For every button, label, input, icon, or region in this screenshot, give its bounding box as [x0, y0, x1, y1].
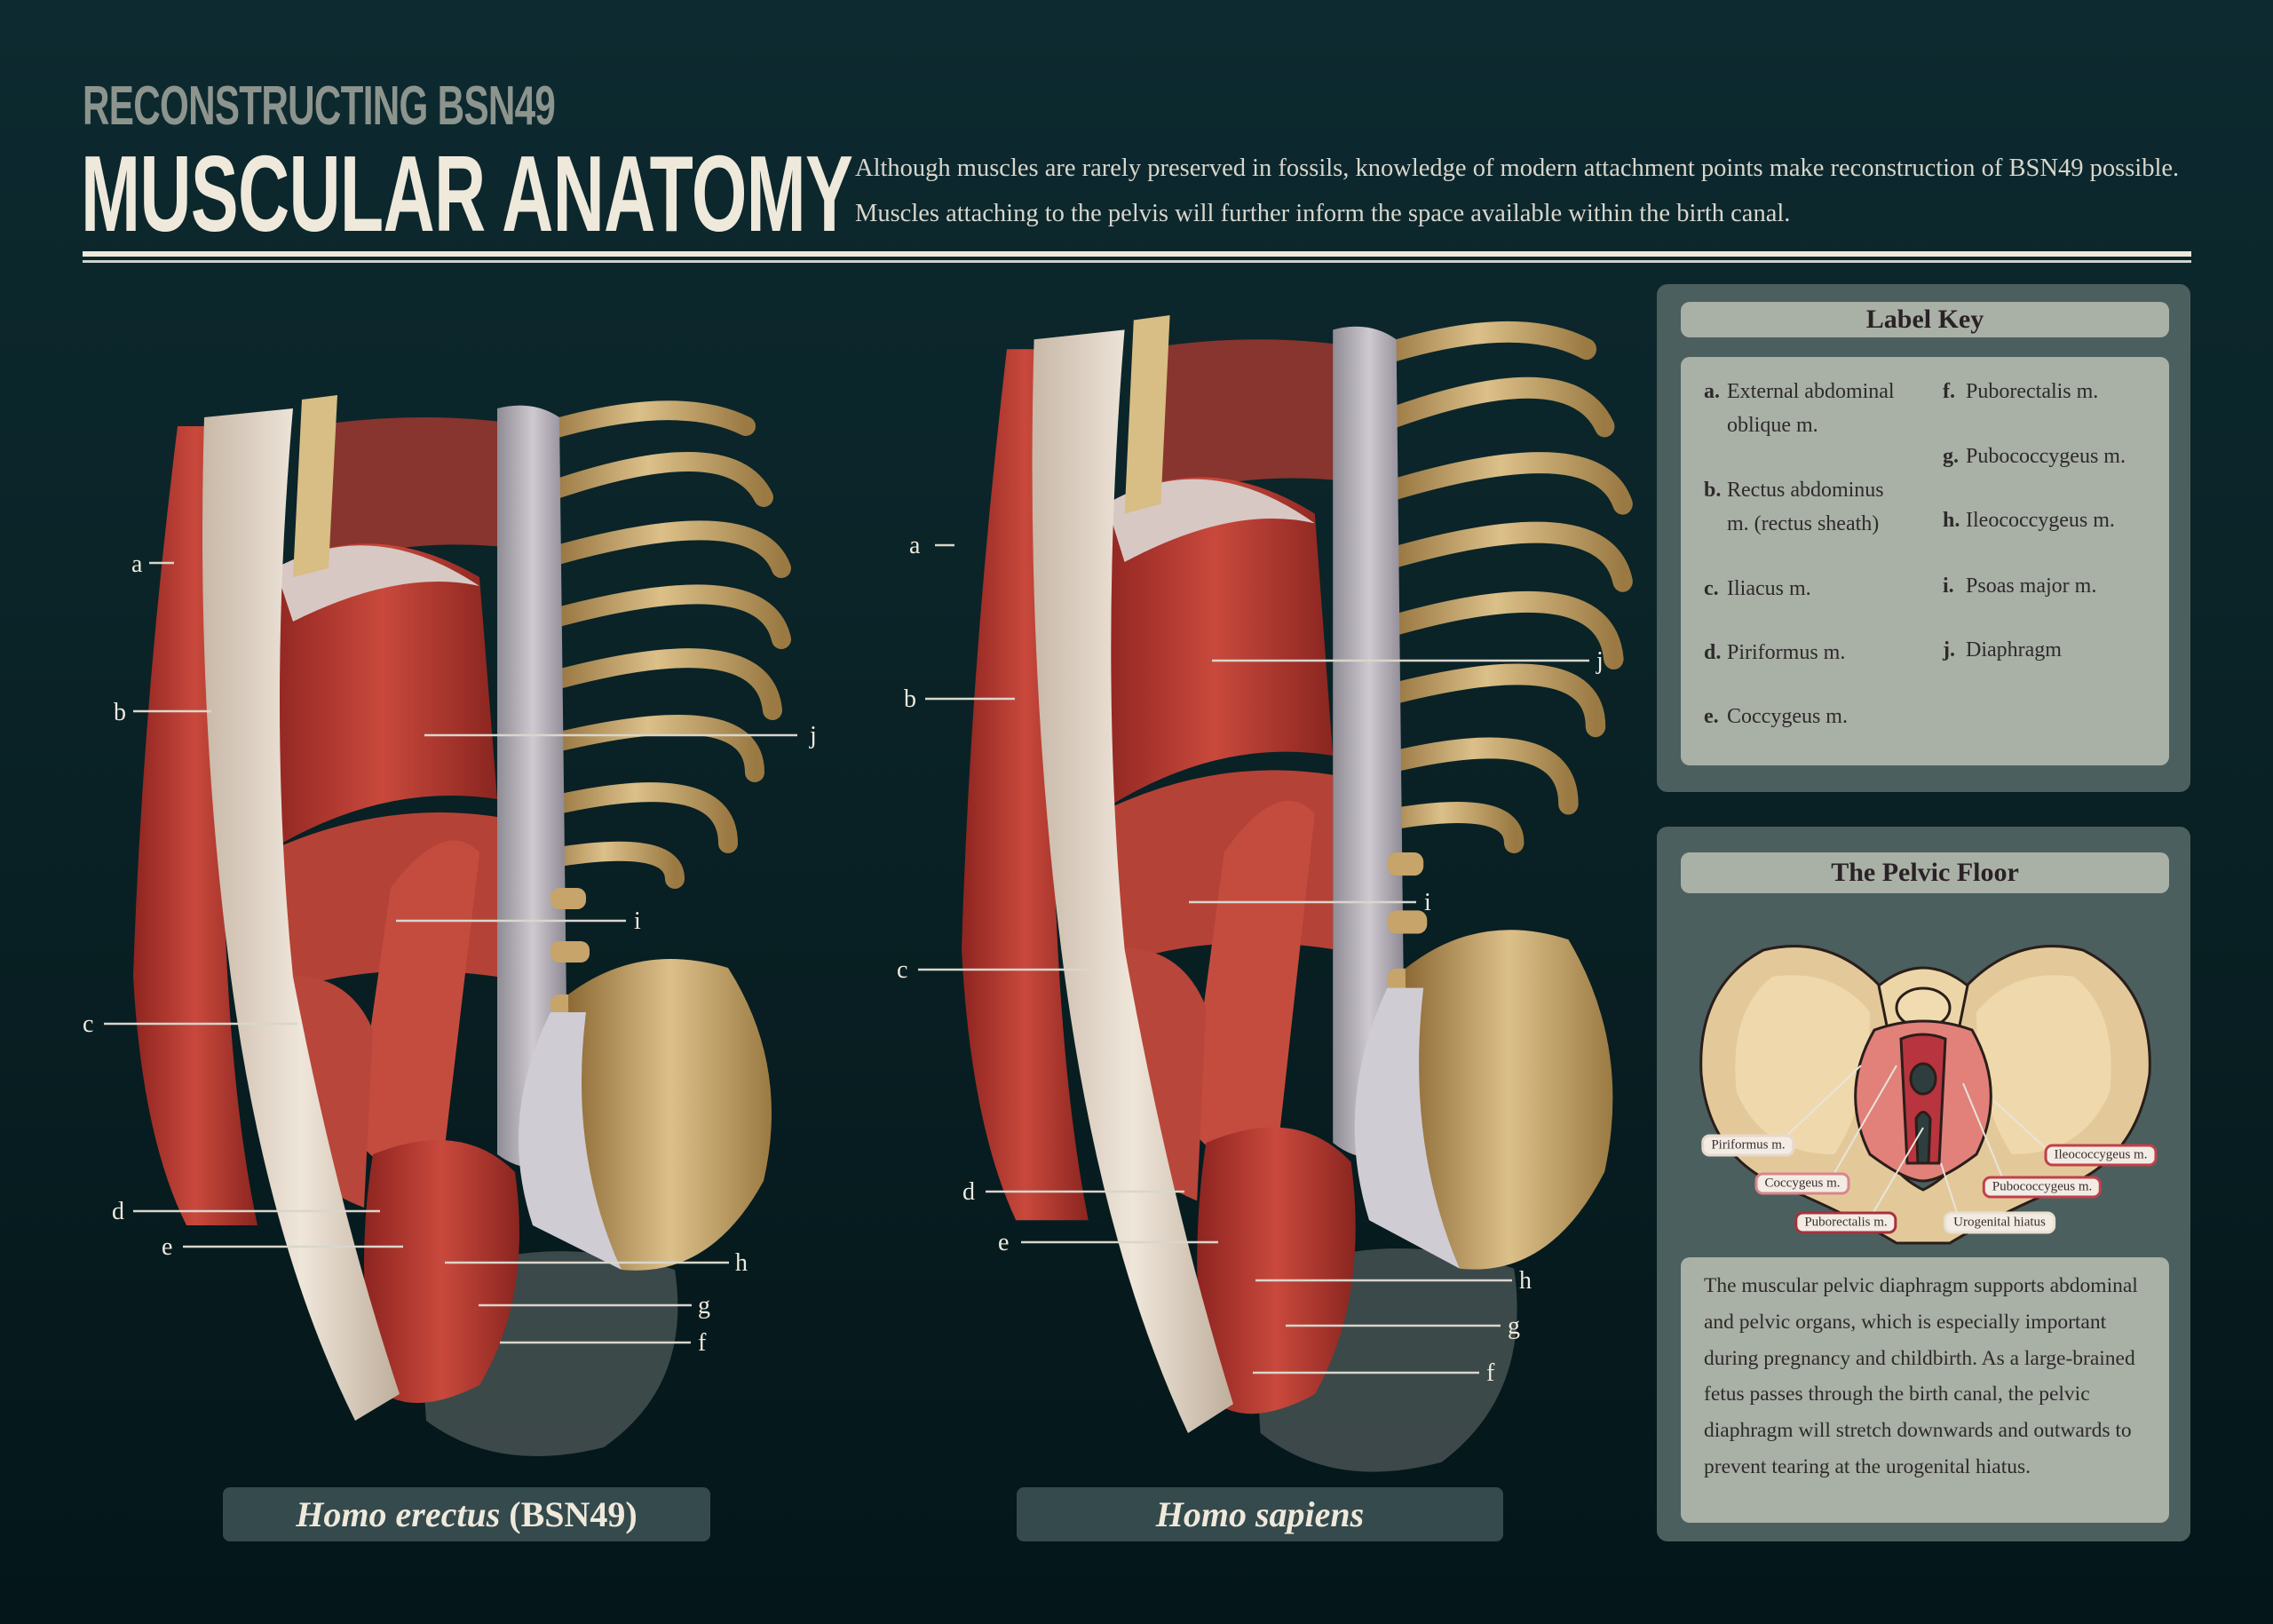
label-j: j — [1596, 647, 1604, 675]
key-text: External abdominal — [1727, 380, 1895, 403]
key-text: Iliacus m. — [1727, 577, 1811, 600]
key-letter: f. — [1943, 380, 1955, 403]
label-e: e — [162, 1233, 172, 1261]
divider — [83, 251, 2191, 257]
figure-erectus — [133, 395, 791, 1456]
key-letter: h. — [1943, 509, 1960, 532]
key-letter: j. — [1943, 638, 1955, 661]
key-text: Diaphragm — [1966, 638, 2062, 661]
callout-ileococcygeus-m: Ileococcygeus m. — [2044, 1144, 2158, 1167]
callout-pubococcygeus-m: Pubococcygeus m. — [1982, 1176, 2103, 1199]
figure-sapiens — [962, 315, 1623, 1472]
key-text: Coccygeus m. — [1727, 705, 1848, 728]
label-key-item: f. Puborectalis m. — [1943, 375, 2165, 408]
key-letter: g. — [1943, 445, 1959, 468]
label-key-title: Label Key — [1681, 302, 2169, 337]
key-letter: d. — [1704, 641, 1722, 664]
callout-piriformus-m: Piriformus m. — [1701, 1134, 1795, 1157]
callout-puborectalis-m: Puborectalis m. — [1794, 1211, 1897, 1234]
page-title: MUSCULAR ANATOMY — [81, 133, 853, 254]
divider — [83, 260, 2191, 263]
label-key-item: j. Diaphragm — [1943, 633, 2165, 667]
label-key-item: e. Coccygeus m. — [1704, 700, 1926, 733]
key-letter: a. — [1704, 380, 1720, 403]
label-a: a — [131, 551, 143, 578]
label-c: c — [83, 1010, 93, 1038]
label-g: g — [698, 1292, 710, 1319]
kicker: RECONSTRUCTING BSN49 — [83, 75, 556, 137]
caption-specimen: (BSN49) — [509, 1494, 638, 1534]
caption-erectus: Homo erectus (BSN49) — [223, 1487, 710, 1541]
key-letter: e. — [1704, 705, 1719, 728]
key-text: Piriformus m. — [1727, 641, 1846, 664]
key-letter: c. — [1704, 577, 1719, 600]
key-text-cont: m. (rectus sheath) — [1727, 512, 1880, 535]
label-i: i — [1424, 889, 1431, 916]
key-letter: b. — [1704, 479, 1722, 502]
caption-species: Homo erectus — [296, 1494, 501, 1534]
label-h: h — [1519, 1267, 1532, 1295]
callout-urogenital-hiatus: Urogenital hiatus — [1944, 1211, 2055, 1234]
key-text: Rectus abdominus — [1727, 479, 1884, 502]
figure-labels: a b c d e f g h i j a b c d e f g h i j — [83, 532, 1604, 1387]
pelvic-floor-text: The muscular pelvic diaphragm supports a… — [1704, 1274, 2138, 1478]
label-a: a — [909, 532, 921, 559]
caption-species: Homo sapiens — [1155, 1494, 1365, 1534]
label-e: e — [998, 1229, 1009, 1256]
intro-text: Although muscles are rarely preserved in… — [855, 154, 2180, 227]
label-key-item: i. Psoas major m. — [1943, 569, 2165, 603]
label-key-item: d.Piriformus m. — [1704, 636, 1926, 669]
label-key-body — [1681, 357, 2169, 765]
label-b: b — [114, 699, 126, 726]
label-key-item: a. External abdominal oblique m. — [1704, 375, 1926, 442]
pelvic-floor-text-box — [1681, 1257, 2169, 1523]
leader-lines — [104, 543, 1589, 1374]
key-text: Pubococcygeus m. — [1966, 445, 2126, 468]
key-letter: i. — [1943, 574, 1954, 598]
label-key-item: h. Ileococcygeus m. — [1943, 503, 2165, 537]
key-text: Ileococcygeus m. — [1966, 509, 2115, 532]
label-d: d — [112, 1198, 124, 1225]
key-text: Psoas major m. — [1966, 574, 2097, 598]
label-key-item: g. Pubococcygeus m. — [1943, 440, 2165, 473]
caption-sapiens: Homo sapiens — [1017, 1487, 1503, 1541]
label-d: d — [962, 1178, 975, 1206]
label-g: g — [1508, 1312, 1520, 1340]
label-c: c — [897, 956, 907, 984]
label-key-item: b.Rectus abdominus m. (rectus sheath) — [1704, 473, 1926, 541]
label-j: j — [809, 722, 817, 749]
pelvic-floor-title: The Pelvic Floor — [1681, 852, 2169, 893]
pelvic-floor-illustration — [1699, 945, 2151, 1245]
label-f: f — [1486, 1359, 1495, 1387]
label-i: i — [634, 907, 641, 935]
key-text: Puborectalis m. — [1966, 380, 2099, 403]
callout-coccygeus-m: Coccygeus m. — [1754, 1172, 1850, 1195]
label-b: b — [904, 685, 916, 713]
label-key-item: c. Iliacus m. — [1704, 572, 1926, 606]
label-f: f — [698, 1329, 707, 1357]
key-text-cont: oblique m. — [1727, 414, 1818, 437]
label-h: h — [735, 1249, 748, 1277]
